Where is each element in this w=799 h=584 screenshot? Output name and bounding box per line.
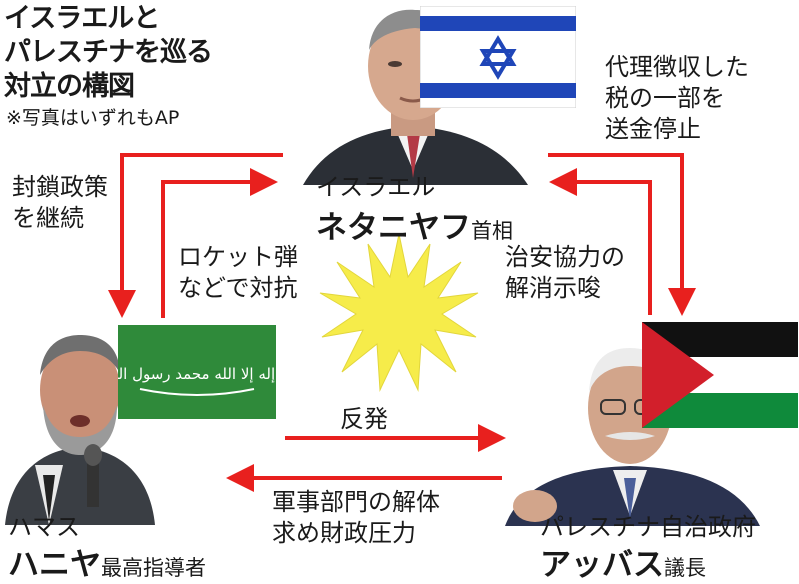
israel-leader-name: ネタニヤフ	[316, 210, 471, 246]
pa-leader-name: アッバス	[540, 547, 664, 583]
title-line-1: イスラエルと	[4, 3, 160, 34]
arrow-hamas-to-israel	[161, 168, 278, 318]
arrow-pa-to-israel	[549, 168, 652, 315]
sun-burst-icon	[319, 233, 479, 392]
arrow-israel-to-hamas	[108, 153, 283, 318]
label-pa-to-israel: 治安協力の 解消示唆	[505, 243, 625, 302]
abbas-portrait	[505, 336, 765, 526]
palestine-flag-icon	[642, 322, 798, 428]
label-hamas-to-pa: 反発	[340, 405, 388, 433]
photo-credit-note: ※写真はいずれもAP	[6, 107, 180, 129]
label-pa-to-hamas: 軍事部門の解体 求め財政圧力	[272, 488, 440, 547]
title-line-3: 対立の構図	[4, 71, 135, 102]
arrow-israel-to-pa	[548, 153, 696, 316]
hamas-flag-text: لا إله إلا الله محمد رسول الله	[118, 365, 276, 383]
hamas-leader-role: 最高指導者	[101, 556, 206, 580]
label-israel-to-pa: 代理徴収した 税の一部を 送金停止	[605, 53, 749, 143]
pa-leader-role: 議長	[664, 556, 706, 580]
label-hamas-to-israel: ロケット弾 などで対抗	[178, 243, 298, 302]
pa-leader-label: アッバス議長	[540, 539, 706, 584]
label-israel-to-hamas: 封鎖政策 を継続	[12, 173, 108, 232]
diagram-title: イスラエルと パレスチナを巡る 対立の構図	[4, 2, 213, 104]
pa-org-label: パレスチナ自治政府	[540, 513, 756, 541]
israel-leader-role: 首相	[471, 219, 513, 243]
hamas-leader-label: ハニヤ最高指導者	[8, 539, 206, 584]
hamas-leader-name: ハニヤ	[8, 547, 101, 583]
israel-leader-label: ネタニヤフ首相	[316, 202, 513, 247]
title-line-2: パレスチナを巡る	[4, 37, 213, 68]
israel-org-label: イスラエル	[316, 173, 436, 201]
israel-flag-icon	[420, 6, 576, 108]
hamas-org-label: ハマス	[8, 513, 80, 541]
hamas-flag-icon: لا إله إلا الله محمد رسول الله	[118, 325, 276, 419]
